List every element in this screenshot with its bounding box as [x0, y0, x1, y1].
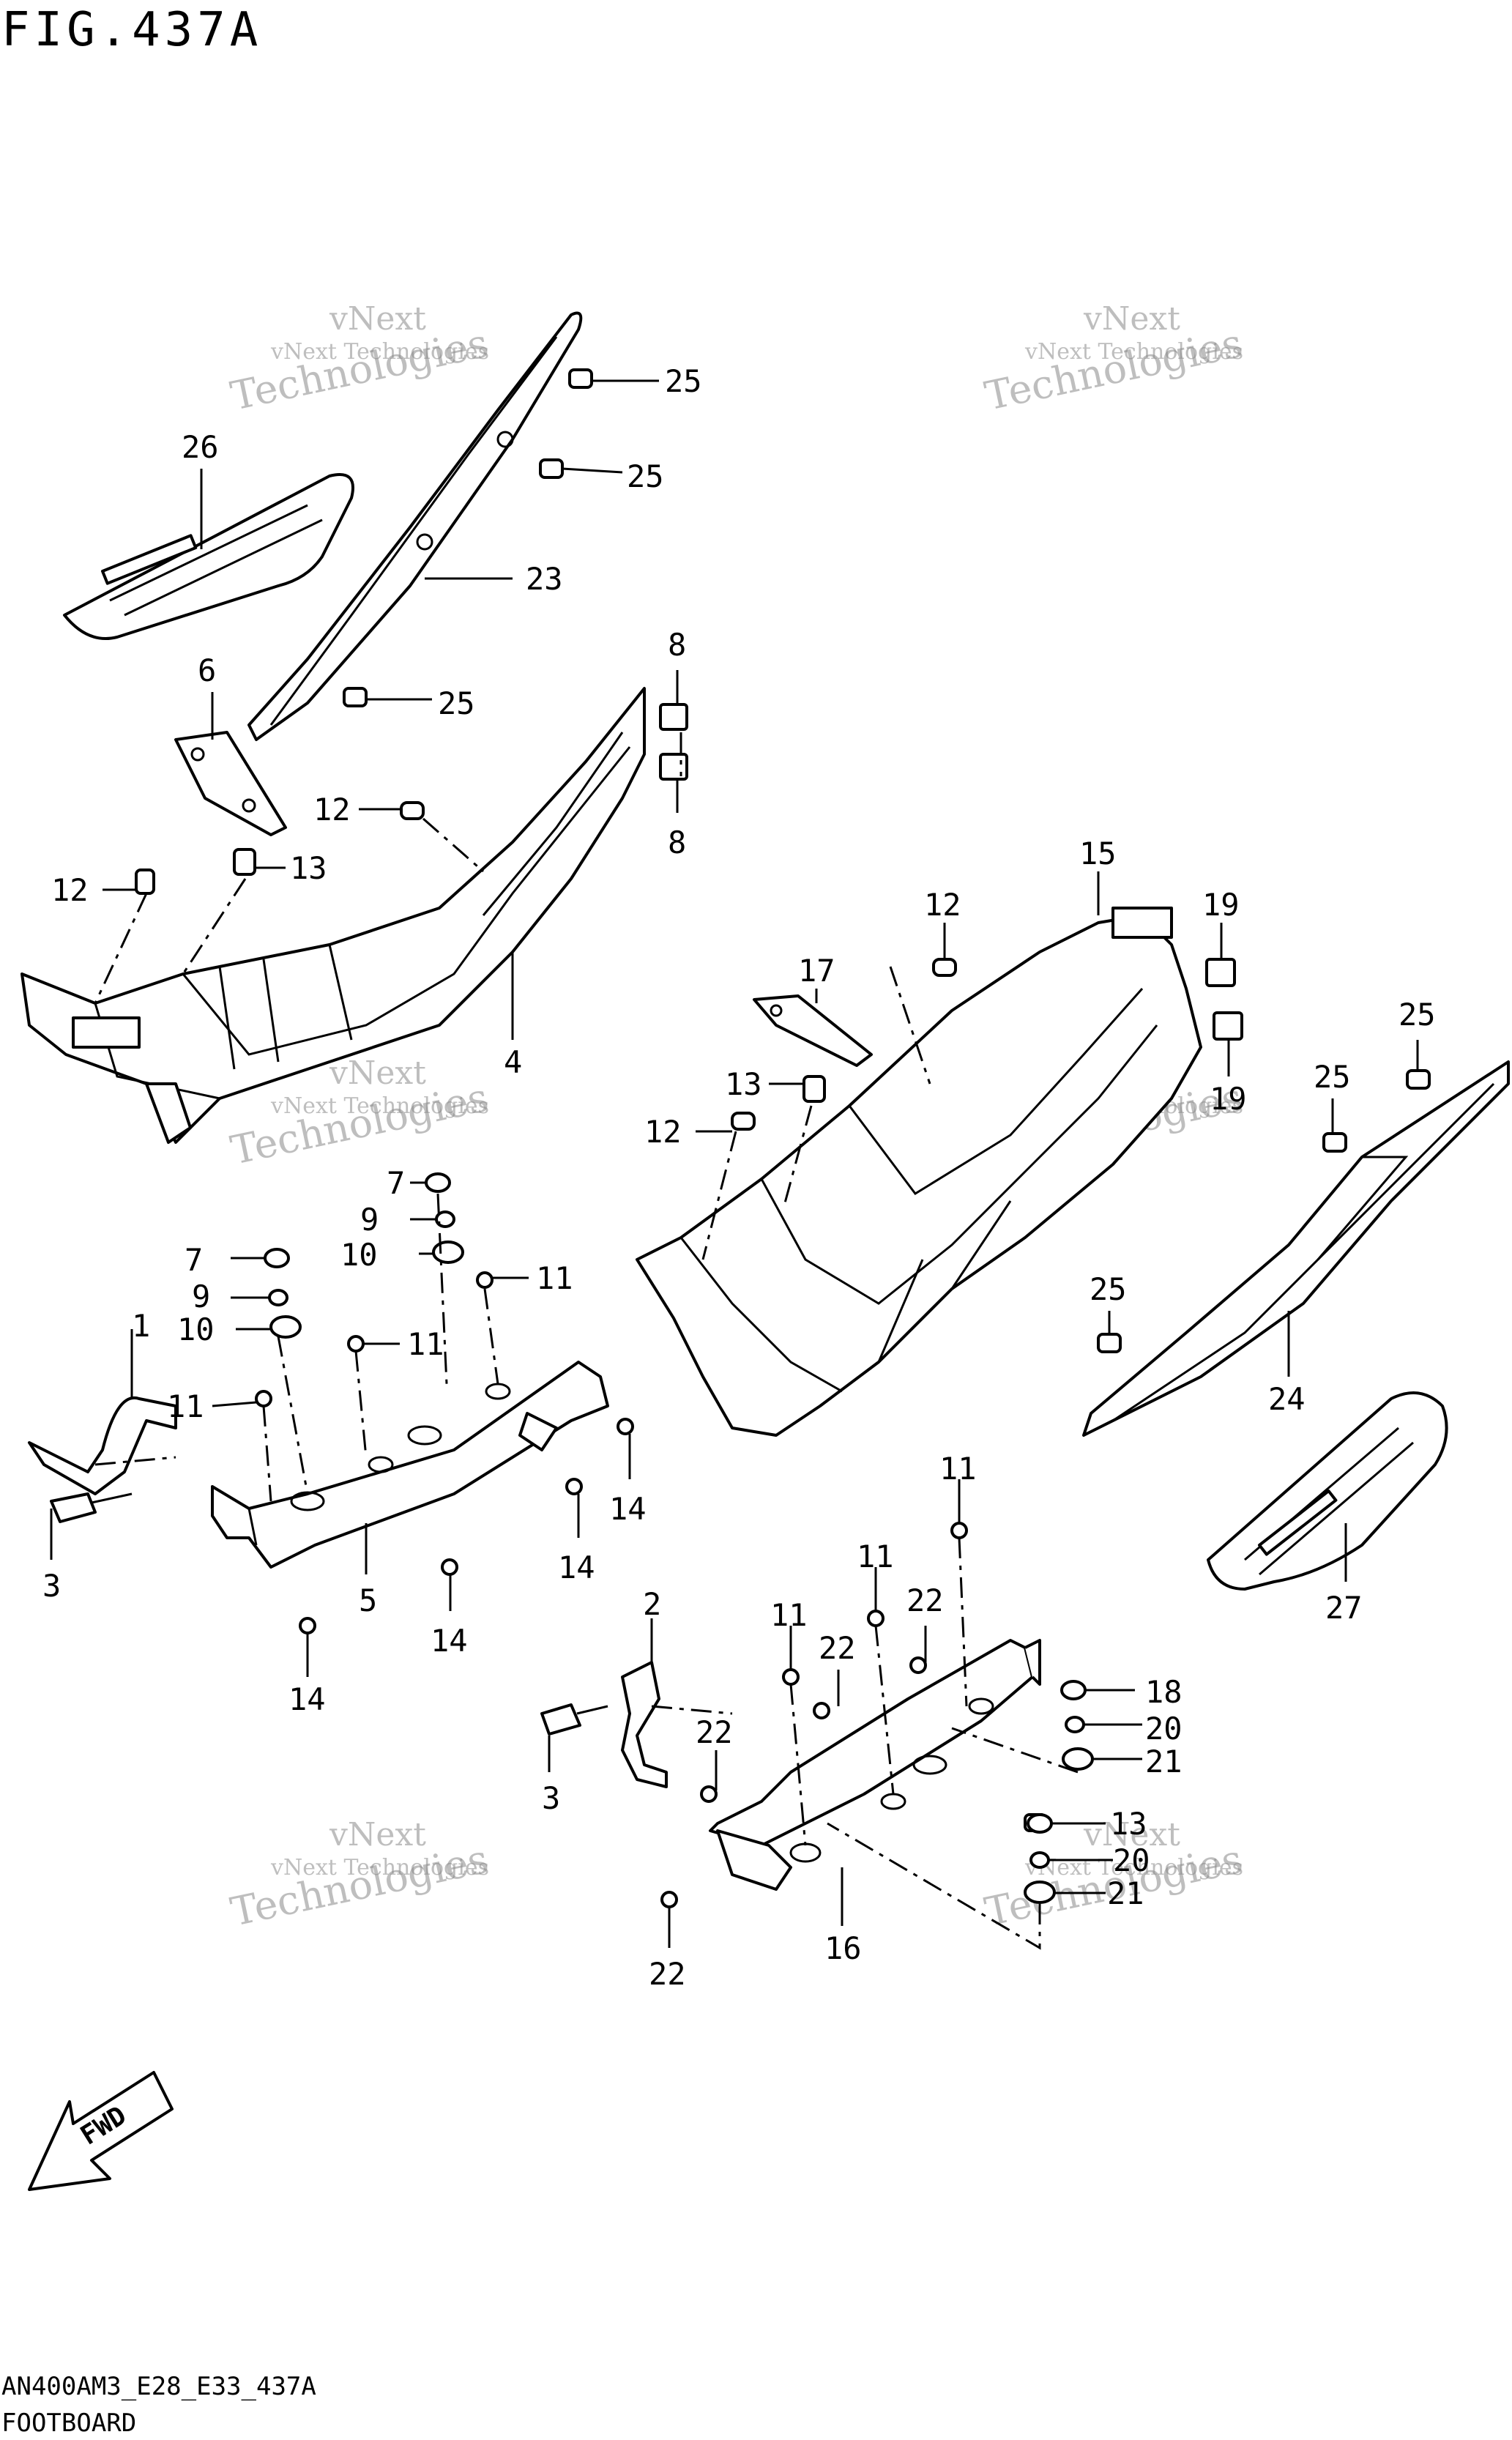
part-4-footboard-left: [21, 687, 646, 1144]
callout-11: 11: [770, 1597, 808, 1633]
callout-25: 25: [665, 363, 702, 399]
callout-5: 5: [359, 1582, 377, 1618]
svg-text:vNext Technologies: vNext Technologies: [1024, 339, 1243, 365]
part-1-bracket: [28, 1396, 177, 1495]
callout-10: 10: [340, 1237, 378, 1273]
part-15-footboard-right: [636, 907, 1202, 1437]
callout-14: 14: [288, 1681, 326, 1717]
callout-6: 6: [198, 652, 216, 688]
callout-27: 27: [1325, 1590, 1363, 1626]
callout-14: 14: [431, 1623, 468, 1659]
callout-12: 12: [644, 1114, 682, 1150]
callout-labels: 1 2 3 3 4 5 6 7 7 8 8 9 9 10 10 11 11 11…: [42, 363, 1436, 1992]
svg-text:vNext: vNext: [329, 1055, 426, 1092]
callout-7: 7: [387, 1165, 405, 1201]
callout-19: 19: [1210, 1081, 1247, 1117]
callout-3: 3: [42, 1568, 61, 1604]
part-3-bolt: [50, 1492, 608, 1736]
part-19-nut-clip: [1205, 958, 1243, 1041]
fastener-12-screw: [135, 801, 957, 1131]
fwd-arrow-icon: FWD: [28, 2071, 174, 2191]
watermark-top-right: vNext Technologies vNext Technologies: [981, 300, 1247, 420]
callout-22: 22: [906, 1582, 944, 1618]
part-24-side-cover-right: [1082, 1060, 1510, 1437]
svg-text:vNext Technologies: vNext Technologies: [270, 1855, 489, 1881]
svg-text:vNext Technologies: vNext Technologies: [270, 1093, 489, 1119]
callout-22: 22: [819, 1630, 856, 1666]
callout-25: 25: [1399, 997, 1436, 1033]
figure-name: FOOTBOARD: [1, 2409, 136, 2438]
figure-code: AN400AM3_E28_E33_437A: [1, 2372, 316, 2401]
svg-text:vNext: vNext: [1083, 300, 1180, 338]
callout-25: 25: [438, 685, 475, 721]
alignment-lines: [94, 732, 1079, 1950]
callout-25: 25: [1314, 1059, 1351, 1095]
callout-12: 12: [924, 887, 961, 923]
callout-19: 19: [1202, 887, 1240, 923]
callout-16: 16: [824, 1930, 862, 1966]
callout-20: 20: [1145, 1711, 1183, 1747]
callout-12: 12: [51, 872, 89, 908]
callout-2: 2: [643, 1586, 661, 1622]
part-5-under-bracket-left: [211, 1361, 609, 1569]
callout-14: 14: [558, 1550, 595, 1585]
callout-8: 8: [668, 627, 686, 663]
callout-15: 15: [1079, 836, 1117, 871]
callout-11: 11: [407, 1326, 444, 1362]
part-17-bracket: [753, 994, 873, 1067]
callout-10: 10: [177, 1312, 215, 1347]
callout-21: 21: [1107, 1875, 1144, 1911]
part-16-under-bracket-right: [709, 1639, 1041, 1891]
callout-11: 11: [167, 1388, 204, 1424]
callout-3: 3: [542, 1780, 560, 1816]
callout-9: 9: [360, 1202, 379, 1238]
callout-20: 20: [1113, 1842, 1150, 1878]
callout-24: 24: [1268, 1381, 1306, 1417]
part-22-screw: [660, 1656, 927, 1908]
part-23-side-cover-left: [247, 311, 583, 741]
callout-21: 21: [1145, 1744, 1183, 1779]
part-8-nut-clip: [659, 703, 688, 781]
callout-13: 13: [290, 850, 327, 886]
callout-7: 7: [185, 1242, 203, 1278]
callout-12: 12: [313, 792, 351, 827]
svg-text:vNext: vNext: [329, 1816, 426, 1853]
callout-11: 11: [857, 1539, 894, 1574]
figure-title: FIG.437A: [1, 3, 262, 57]
callout-13: 13: [725, 1066, 762, 1102]
callout-18: 18: [1145, 1674, 1183, 1710]
part-26-step-mat-left: [63, 473, 354, 640]
callout-11: 11: [939, 1451, 977, 1487]
callout-17: 17: [798, 953, 835, 989]
part-27-step-mat-right: [1207, 1391, 1448, 1591]
callout-25: 25: [627, 458, 664, 494]
callout-23: 23: [526, 561, 563, 597]
callout-9: 9: [192, 1279, 210, 1314]
part-6-bracket: [174, 731, 287, 836]
callout-11: 11: [536, 1260, 573, 1296]
callout-14: 14: [609, 1491, 647, 1527]
part-2-bracket: [621, 1661, 668, 1788]
svg-text:vNext Technologies: vNext Technologies: [270, 339, 489, 365]
callout-8: 8: [668, 825, 686, 860]
callout-26: 26: [182, 429, 219, 465]
callout-1: 1: [132, 1308, 150, 1344]
callout-22: 22: [649, 1956, 686, 1992]
svg-text:vNext: vNext: [329, 300, 426, 338]
watermark-top-left: vNext Technologies vNext Technologies: [227, 300, 493, 420]
watermark-bottom-left: vNext Technologies vNext Technologies: [227, 1816, 493, 1935]
callout-22: 22: [696, 1714, 733, 1750]
callout-4: 4: [504, 1044, 522, 1080]
callout-25: 25: [1090, 1271, 1127, 1307]
leader-lines: [50, 379, 1419, 1948]
part-18-20-21-stack: [1024, 1680, 1094, 1904]
part-25-clip: [343, 368, 593, 707]
callout-13: 13: [1110, 1806, 1147, 1842]
